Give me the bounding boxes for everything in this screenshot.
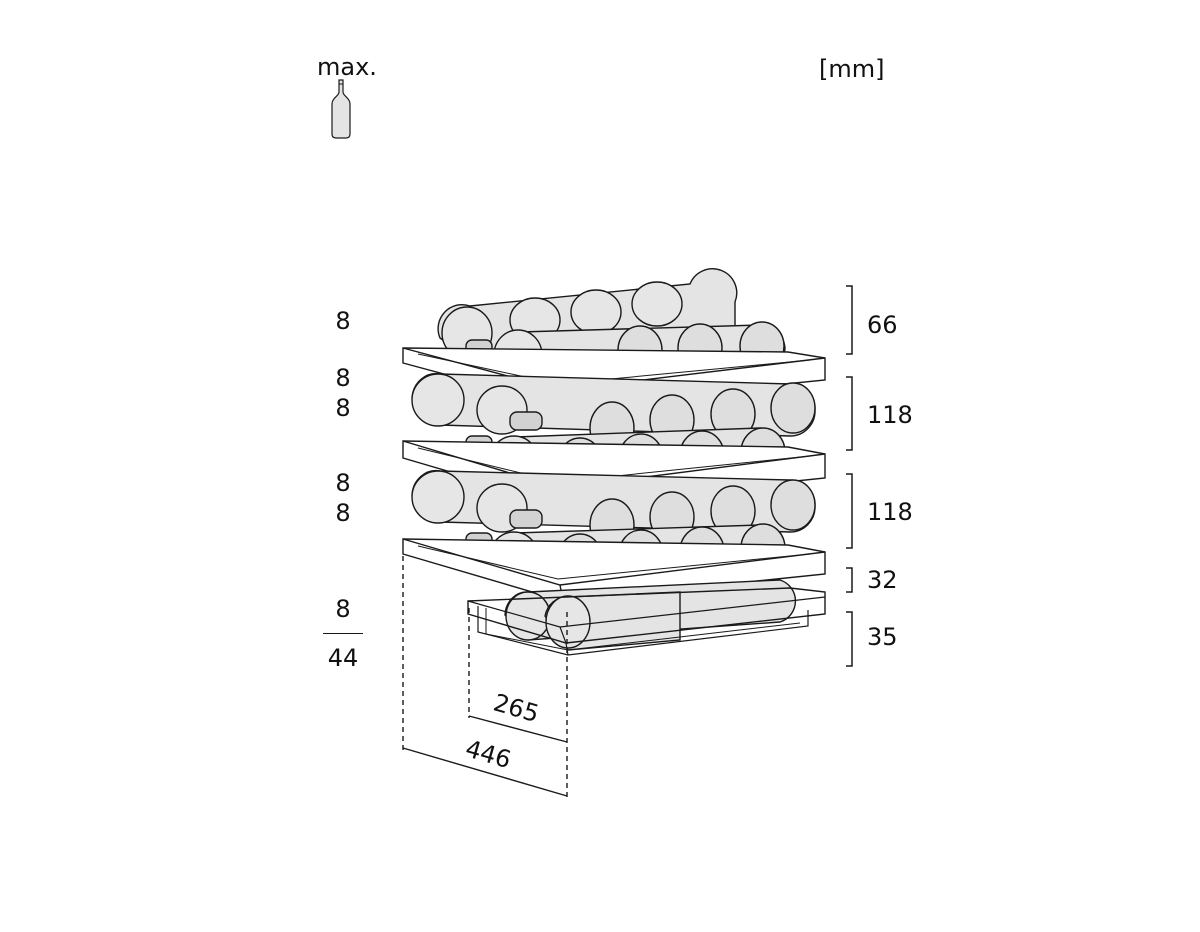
shelf-6-bottle-count: 8: [335, 595, 351, 623]
unit-label: [mm]: [819, 55, 885, 83]
height-dim-66: 66: [867, 311, 898, 339]
wine-bottle-icon: [331, 79, 351, 139]
bottom-drawer: [467, 579, 826, 656]
shelf-5-bottle-count: 8: [335, 499, 351, 527]
drawer-depth-label: 265: [490, 689, 542, 729]
total-bottle-count: 44: [327, 644, 359, 672]
shelf-3: [402, 538, 826, 602]
height-dimension-brackets: [846, 285, 853, 667]
shelf-3-bottle-count: 8: [335, 394, 351, 422]
shelf-2-bottle-count: 8: [335, 364, 351, 392]
max-label: max.: [317, 53, 377, 81]
height-dim-35: 35: [867, 623, 898, 651]
height-dim-32: 32: [867, 566, 898, 594]
depth-dimension-lines: [402, 556, 568, 800]
height-dim-118-upper: 118: [867, 401, 913, 429]
sum-divider: [323, 633, 363, 634]
height-dim-118-lower: 118: [867, 498, 913, 526]
shelf-1-bottle-count: 8: [335, 307, 351, 335]
shelf-4-bottle-count: 8: [335, 469, 351, 497]
